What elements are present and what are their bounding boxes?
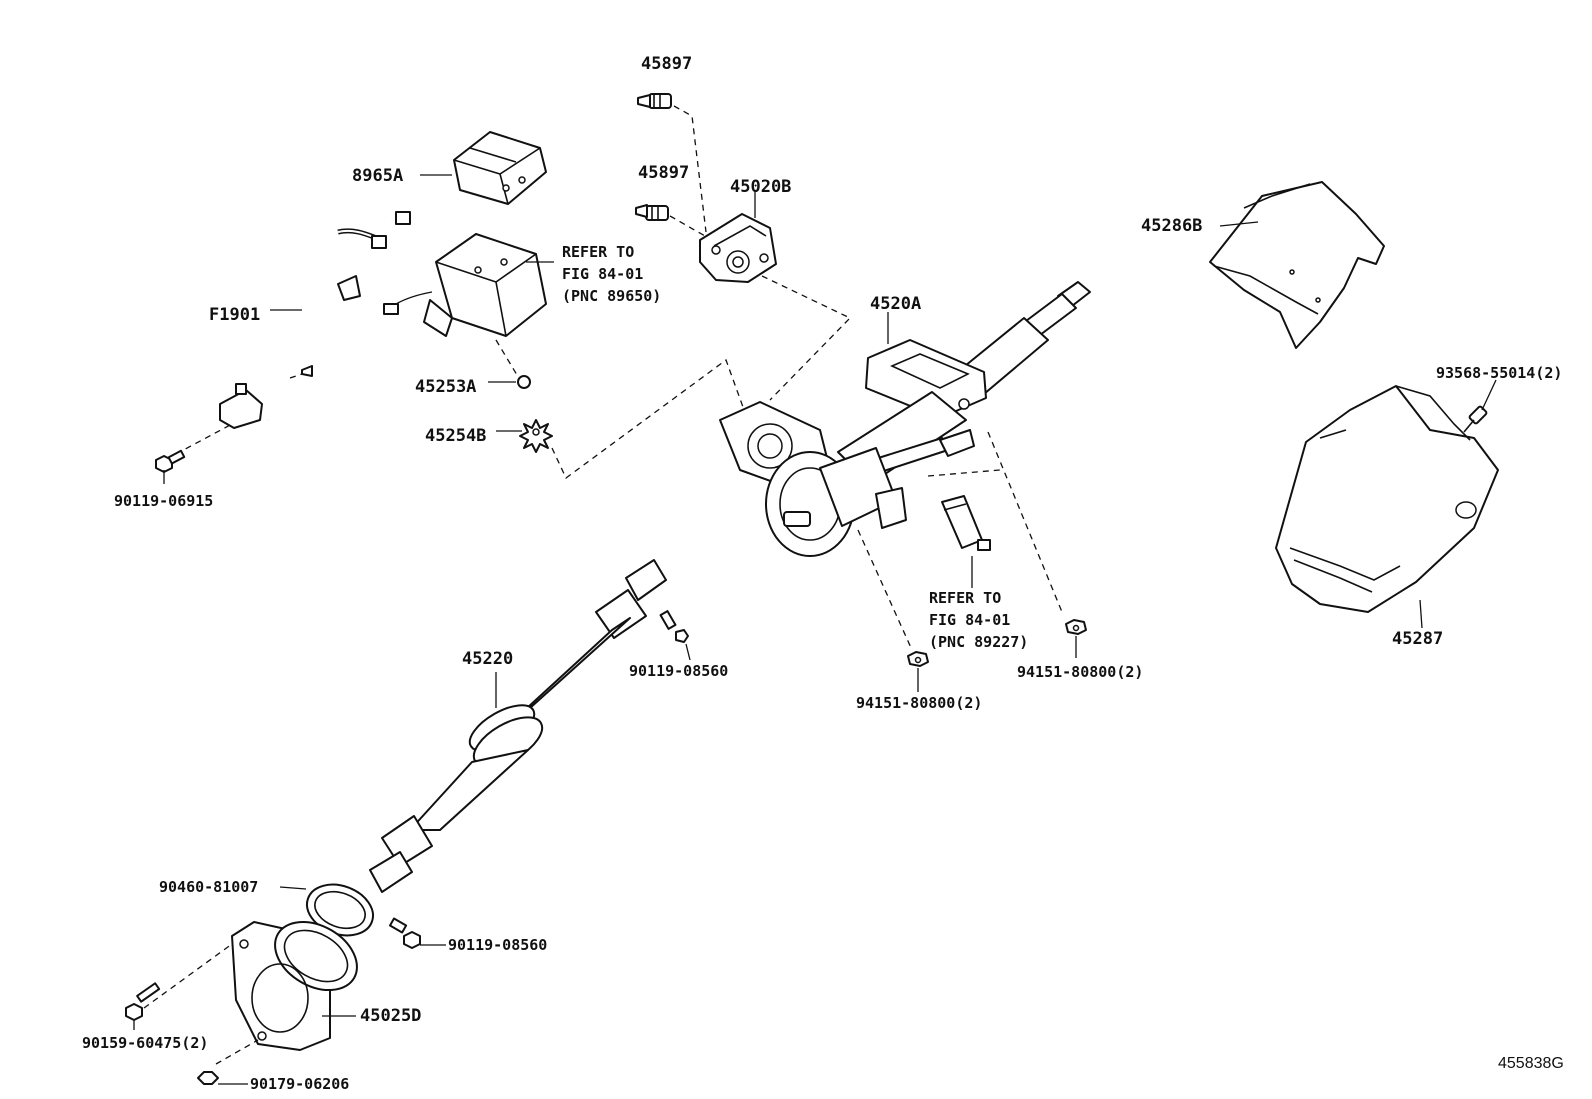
part-ecu-module <box>383 233 554 337</box>
dash-45025D-a <box>143 943 233 1009</box>
part-94151-80800-nut-b <box>1065 619 1087 658</box>
refer-note-89227-line2: FIG 84-01 <box>929 611 1010 629</box>
callout-94151-80800-b: 94151-80800(2) <box>1017 663 1143 681</box>
part-45025D-boot <box>231 920 358 1051</box>
callout-45897-mid: 45897 <box>638 163 689 183</box>
refer-note-89227-line1: REFER TO <box>929 589 1001 607</box>
part-45254B-star <box>496 419 553 453</box>
refer-note-89650: REFER TO FIG 84-01 (PNC 89650) <box>562 243 661 305</box>
part-45897-bolt-mid <box>635 204 669 221</box>
part-45020B-lock-housing <box>699 192 777 283</box>
callout-F1901: F1901 <box>209 305 260 325</box>
part-90119-08560-bolt-a <box>659 610 691 661</box>
callout-90119-06915: 90119-06915 <box>114 492 213 510</box>
callout-45025D: 45025D <box>360 1006 421 1026</box>
part-F1901-harness <box>219 211 411 432</box>
part-45286B-upper-cover <box>1209 181 1385 349</box>
part-45253A-gear <box>488 375 531 389</box>
dash-ecu <box>495 339 521 381</box>
part-45897-bolt-top <box>637 93 672 109</box>
callout-45897-top: 45897 <box>641 54 692 74</box>
refer-note-89650-line3: (PNC 89650) <box>562 287 661 305</box>
dash-45897-mid <box>669 215 713 241</box>
refer-note-89227: REFER TO FIG 84-01 (PNC 89227) <box>929 589 1028 651</box>
dash-column-a <box>927 469 1001 477</box>
callout-90159-60475: 90159-60475(2) <box>82 1034 208 1052</box>
refer-note-89650-line1: REFER TO <box>562 243 634 261</box>
part-90119-08560-bolt-b <box>389 917 446 949</box>
callout-4520A: 4520A <box>870 294 921 314</box>
figure-id: 455838G <box>1498 1055 1564 1072</box>
part-90179-06206-nut <box>197 1071 248 1085</box>
callout-90179-06206: 90179-06206 <box>250 1075 349 1093</box>
part-90119-06915-screw <box>155 449 186 484</box>
callout-93568-55014: 93568-55014(2) <box>1436 364 1562 382</box>
dash-45025D-b <box>215 1039 259 1065</box>
dash-column-c <box>857 529 913 651</box>
part-94151-80800-nut-a <box>907 651 929 692</box>
part-ecu-module-2 <box>941 495 991 588</box>
dash-F1901 <box>175 423 233 455</box>
part-8965A-cover <box>420 131 547 205</box>
part-93568-55014-screw <box>1463 379 1497 433</box>
callout-90119-08560-a: 90119-08560 <box>629 662 728 680</box>
callout-90119-08560-b: 90119-08560 <box>448 936 547 954</box>
dash-column-b <box>987 431 1063 613</box>
dash-45254B <box>551 358 753 479</box>
refer-note-89650-line2: FIG 84-01 <box>562 265 643 283</box>
callout-90460-81007: 90460-81007 <box>159 878 258 896</box>
callout-45287: 45287 <box>1392 629 1443 649</box>
callout-8965A: 8965A <box>352 166 403 186</box>
part-90159-60475-bolt <box>125 982 161 1030</box>
part-45287-lower-cover <box>1275 385 1499 629</box>
callout-45286B: 45286B <box>1141 216 1202 236</box>
part-45220-intermediate-shaft <box>369 559 667 893</box>
callout-45220: 45220 <box>462 649 513 669</box>
part-4520A-steering-column <box>719 281 1091 557</box>
refer-note-89227-line3: (PNC 89227) <box>929 633 1028 651</box>
callout-45253A: 45253A <box>415 377 476 397</box>
callout-45254B: 45254B <box>425 426 486 446</box>
dash-45020B <box>761 275 852 401</box>
callout-94151-80800-a: 94151-80800(2) <box>856 694 982 712</box>
callout-45020B: 45020B <box>730 177 791 197</box>
